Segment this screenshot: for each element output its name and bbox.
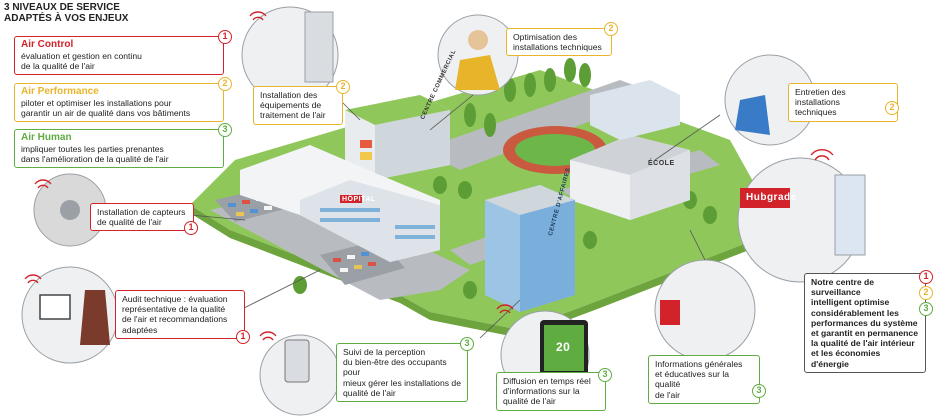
callout-surveillance-badge-2: 2 xyxy=(919,286,933,300)
trees xyxy=(293,58,717,299)
callout-equipements-badge: 2 xyxy=(336,80,350,94)
callout-perception: Suivi de la perception du bien-être des … xyxy=(336,343,468,403)
callout-surveillance-badge-3: 3 xyxy=(919,302,933,316)
level-2-badge: 2 xyxy=(218,77,232,91)
callout-audit: Audit technique : évaluation représentat… xyxy=(115,290,245,339)
level-3-badge: 3 xyxy=(218,123,232,137)
legend-level-name: Air Control xyxy=(21,39,74,50)
callout-informations: Informations générales et éducatives sur… xyxy=(648,355,760,404)
callout-audit-badge: 1 xyxy=(236,330,250,344)
tablet-reading: 20 xyxy=(556,340,571,354)
callout-equipements: Installation des équipements de traiteme… xyxy=(253,86,343,125)
gym xyxy=(590,80,680,140)
legend-air-performance: Air Performance piloter et optimiser les… xyxy=(14,83,224,122)
sign-hopital: HÔPITAL xyxy=(342,196,376,203)
callout-perception-badge: 3 xyxy=(460,337,474,351)
level-1-badge: 1 xyxy=(218,30,232,44)
callout-diffusion-badge: 3 xyxy=(598,368,612,382)
callout-entretien: Entretien des installations techniques xyxy=(788,83,898,122)
legend-level-name: Air Performance xyxy=(21,86,99,97)
callout-informations-badge: 3 xyxy=(752,384,766,398)
callout-optimisation-badge: 2 xyxy=(604,22,618,36)
callout-optimisation: Optimisation des installations technique… xyxy=(506,28,612,57)
callout-capteurs-badge: 1 xyxy=(184,221,198,235)
callout-diffusion: Diffusion en temps réel d'informations s… xyxy=(496,372,606,411)
callout-entretien-badge: 2 xyxy=(885,101,899,115)
legend: 3 NIVEAUX DE SERVICE ADAPTÉS À VOS ENJEU… xyxy=(4,2,224,24)
callout-surveillance: Notre centre de surveillance intelligent… xyxy=(804,273,926,373)
road xyxy=(210,190,470,300)
sign-ecole: ÉCOLE xyxy=(648,160,675,167)
legend-level-name: Air Human xyxy=(21,132,72,143)
legend-air-control: Air Control évaluation et gestion en con… xyxy=(14,36,224,75)
callout-surveillance-badge-1: 1 xyxy=(919,270,933,284)
callout-capteurs: Installation de capteurs de qualité de l… xyxy=(90,203,194,232)
legend-title: 3 NIVEAUX DE SERVICE ADAPTÉS À VOS ENJEU… xyxy=(4,2,129,24)
sign-hubgrade: Hubgrade xyxy=(746,192,797,203)
legend-air-human: Air Human impliquer toutes les parties p… xyxy=(14,129,224,168)
